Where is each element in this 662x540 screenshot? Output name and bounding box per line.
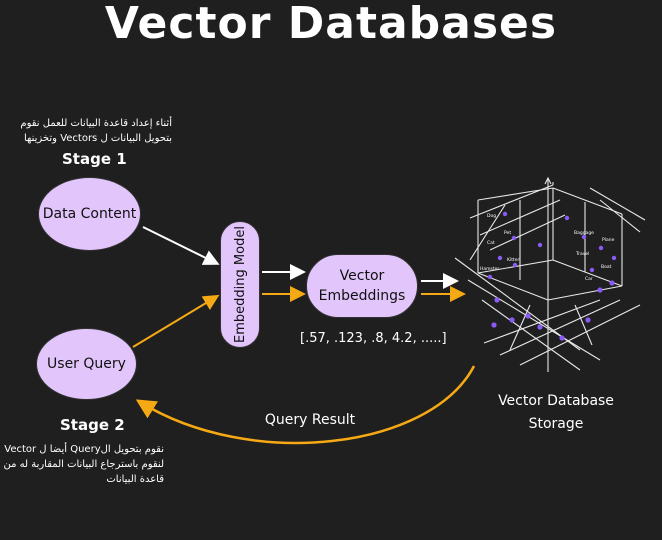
point-label-kitten: Kitten	[507, 257, 520, 263]
vector-point	[597, 287, 603, 293]
vector-point	[494, 297, 500, 303]
user-query-node: User Query	[36, 328, 137, 400]
stage2-note: نقوم بتحويل الQuery أيضا ل Vector لنقوم …	[2, 442, 164, 487]
point-label-boat: Boat	[601, 264, 612, 270]
point-label-pet: Pet	[504, 230, 511, 236]
vector-embeddings-node: Vector Embeddings	[306, 254, 418, 318]
vector-point	[502, 211, 508, 217]
vector-embeddings-label-line2: Embeddings	[318, 288, 406, 304]
page-title: Vector Databases	[104, 0, 558, 49]
arrow-query-result	[135, 365, 476, 445]
vector-point	[525, 313, 531, 319]
stage2-label: Stage 2	[60, 416, 125, 434]
embedding-model-node: Embedding Model	[220, 221, 260, 348]
vector-point	[609, 280, 615, 286]
stage2-note-line3: قاعدة البيانات	[106, 474, 164, 485]
arrow-query-to-embedding	[132, 294, 220, 348]
vector-point	[537, 324, 543, 330]
vector-point	[585, 317, 591, 323]
point-label-plane: Plane	[602, 237, 615, 243]
point-label-car: Car	[585, 276, 593, 282]
vector-point	[497, 255, 503, 261]
vector-point	[564, 215, 570, 221]
storage-label-line2: Storage	[528, 416, 584, 432]
point-label-baggage: Baggage	[574, 230, 594, 236]
stage1-note: أثناء إعداد قاعدة البيانات للعمل نقوم بت…	[10, 116, 172, 146]
vector-point	[589, 267, 595, 273]
stage2-note-line2: لنقوم باسترجاع البيانات المقاربة له من	[3, 459, 164, 470]
point-label-dog: Dog	[487, 213, 496, 219]
vector-space-grid	[454, 176, 646, 372]
point-label-travel: Travel	[575, 251, 589, 257]
query-result-label: Query Result	[264, 412, 356, 428]
stage1-note-line1: أثناء إعداد قاعدة البيانات للعمل نقوم	[20, 118, 172, 129]
arrow-data-to-embedding	[142, 226, 220, 265]
data-content-node: Data Content	[38, 177, 141, 251]
point-label-hamster: Hamster	[480, 266, 499, 272]
vector-points	[487, 211, 617, 341]
point-label-cat: Cat	[487, 240, 495, 246]
vector-point	[598, 245, 604, 251]
vector-point	[559, 335, 565, 341]
vector-point	[611, 255, 617, 261]
data-content-label: Data Content	[42, 206, 137, 222]
vector-point	[511, 235, 517, 241]
vector-database-storage-label: Vector Database Storage	[488, 390, 624, 436]
vector-point	[509, 317, 515, 323]
vector-point	[581, 234, 587, 240]
stage2-note-line1: نقوم بتحويل الQuery أيضا ل Vector	[4, 444, 164, 455]
vector-point	[537, 242, 543, 248]
vector-point	[512, 262, 518, 268]
vector-embeddings-label-line1: Vector	[339, 268, 385, 284]
vector-point	[491, 322, 497, 328]
storage-label-line1: Vector Database	[498, 393, 614, 409]
vector-values: [.57, .123, .8, 4.2, .....]	[300, 331, 447, 346]
stage1-label: Stage 1	[62, 150, 127, 168]
vector-point	[487, 274, 493, 280]
user-query-label: User Query	[47, 356, 126, 372]
stage1-note-line2: بتحويل البيانات ل Vectors وتخزينها	[23, 133, 172, 144]
